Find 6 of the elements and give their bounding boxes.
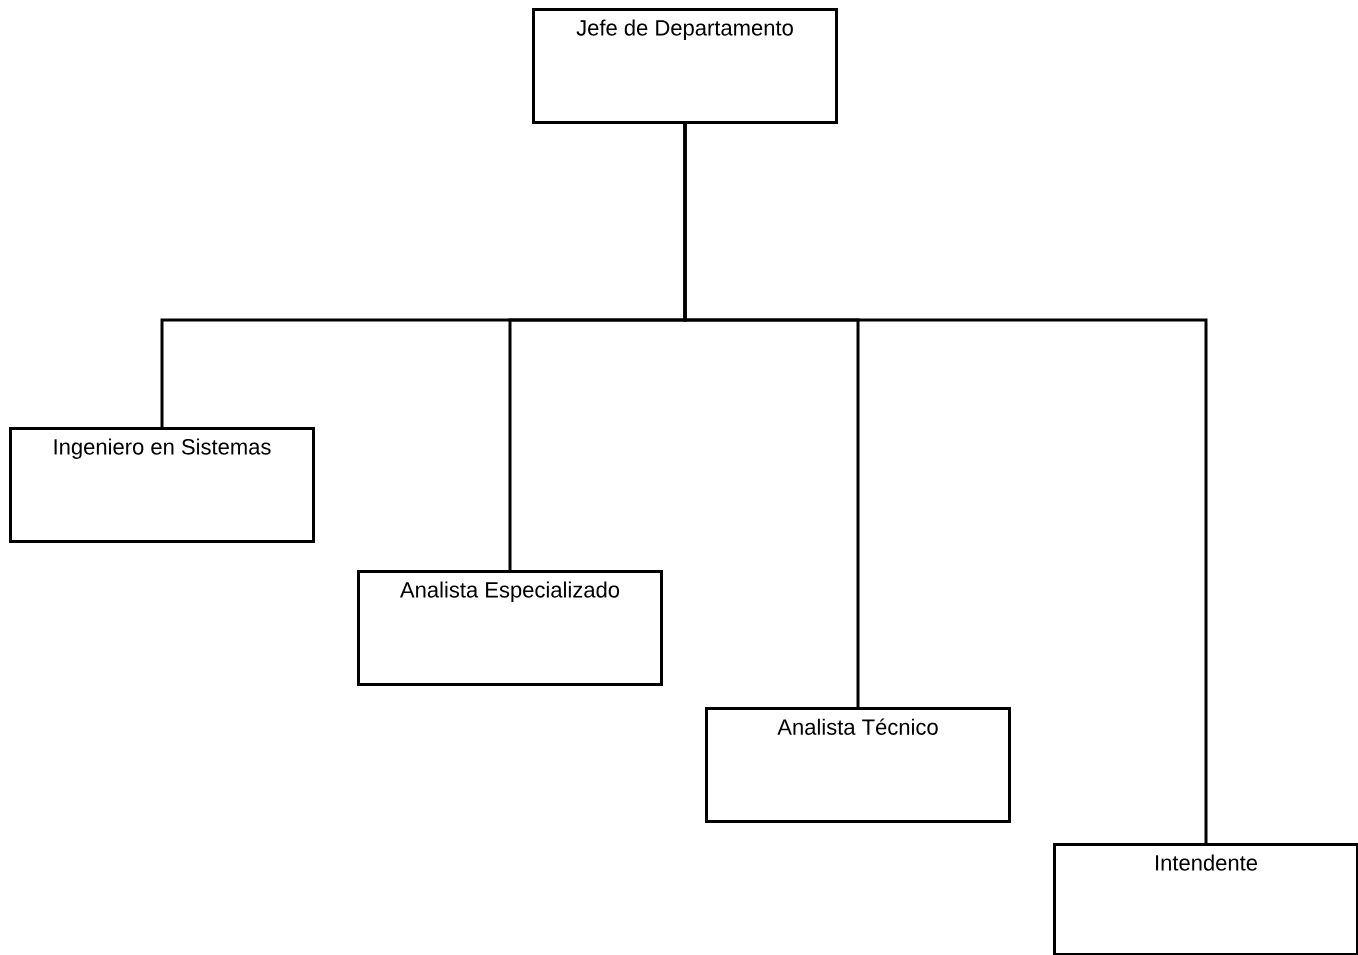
- org-box: Analista Técnico: [705, 707, 1011, 823]
- org-box: Jefe de Departamento: [532, 8, 838, 124]
- connector-line: [683, 124, 1208, 843]
- org-box: Analista Especializado: [357, 570, 663, 686]
- org-box: Intendente: [1053, 843, 1358, 955]
- org-box: Ingeniero en Sistemas: [9, 427, 315, 543]
